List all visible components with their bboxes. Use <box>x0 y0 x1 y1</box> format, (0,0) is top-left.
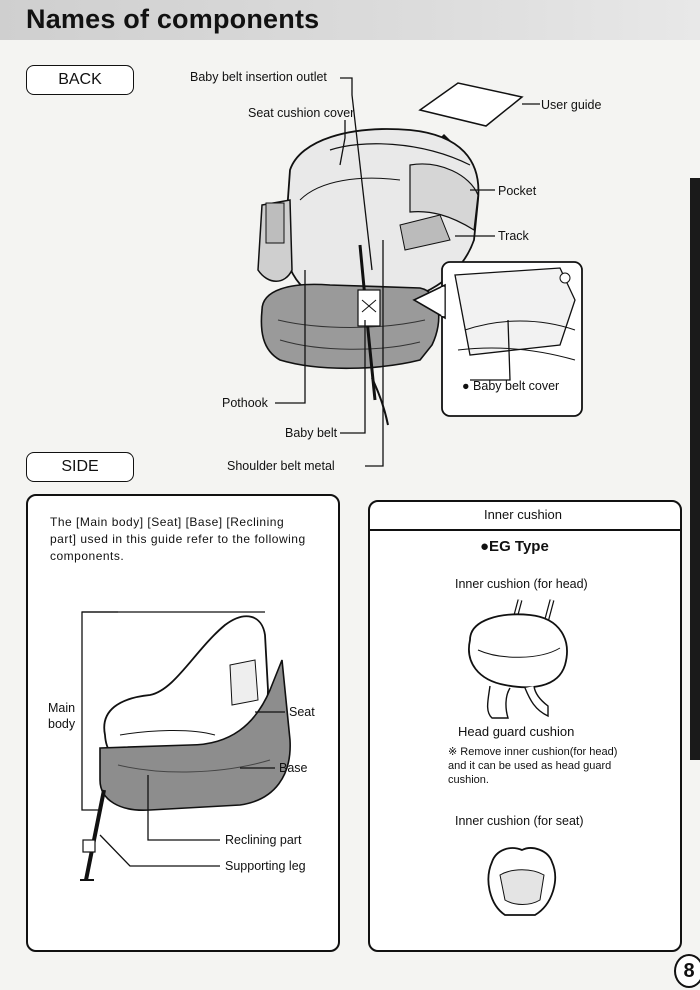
label-inner-cushion-seat: Inner cushion (for seat) <box>455 814 584 828</box>
label-main-body: Main body <box>48 701 76 731</box>
label-inner-cushion-head: Inner cushion (for head) <box>455 577 588 591</box>
side-description: The [Main body] [Seat] [Base] [Reclining… <box>50 515 306 563</box>
label-base: Base <box>279 761 308 775</box>
side-heading: SIDE <box>26 452 134 482</box>
page-number: 8 <box>674 954 700 988</box>
label-baby-belt-cover: ● Baby belt cover <box>462 379 559 393</box>
label-track: Track <box>498 229 529 243</box>
back-heading: BACK <box>26 65 134 95</box>
inner-cushion-divider <box>370 529 680 531</box>
inner-cushion-heading: Inner cushion <box>483 507 563 522</box>
bullet-icon: ● <box>462 379 470 393</box>
label-seat: Seat <box>289 705 315 719</box>
page-title: Names of components <box>26 4 320 34</box>
label-baby-belt: Baby belt <box>285 426 338 440</box>
label-pothook: Pothook <box>222 396 268 410</box>
label-user-guide: User guide <box>541 98 602 112</box>
label-head-guard-cushion: Head guard cushion <box>458 724 575 739</box>
label-reclining-part: Reclining part <box>225 833 302 847</box>
section-tab-marker <box>690 178 700 760</box>
label-supporting-leg: Supporting leg <box>225 859 306 873</box>
label-baby-belt-insertion-outlet: Baby belt insertion outlet <box>190 70 327 84</box>
baby-belt-cover-text: Baby belt cover <box>473 379 560 393</box>
label-pocket: Pocket <box>498 184 537 198</box>
label-seat-cushion-cover: Seat cushion cover <box>248 106 355 120</box>
title-bar <box>0 0 700 40</box>
eg-type-heading: ●EG Type <box>480 538 549 555</box>
label-shoulder-belt-metal: Shoulder belt metal <box>227 459 335 473</box>
head-guard-note: ※ Remove inner cushion(for head) and it … <box>448 746 618 786</box>
